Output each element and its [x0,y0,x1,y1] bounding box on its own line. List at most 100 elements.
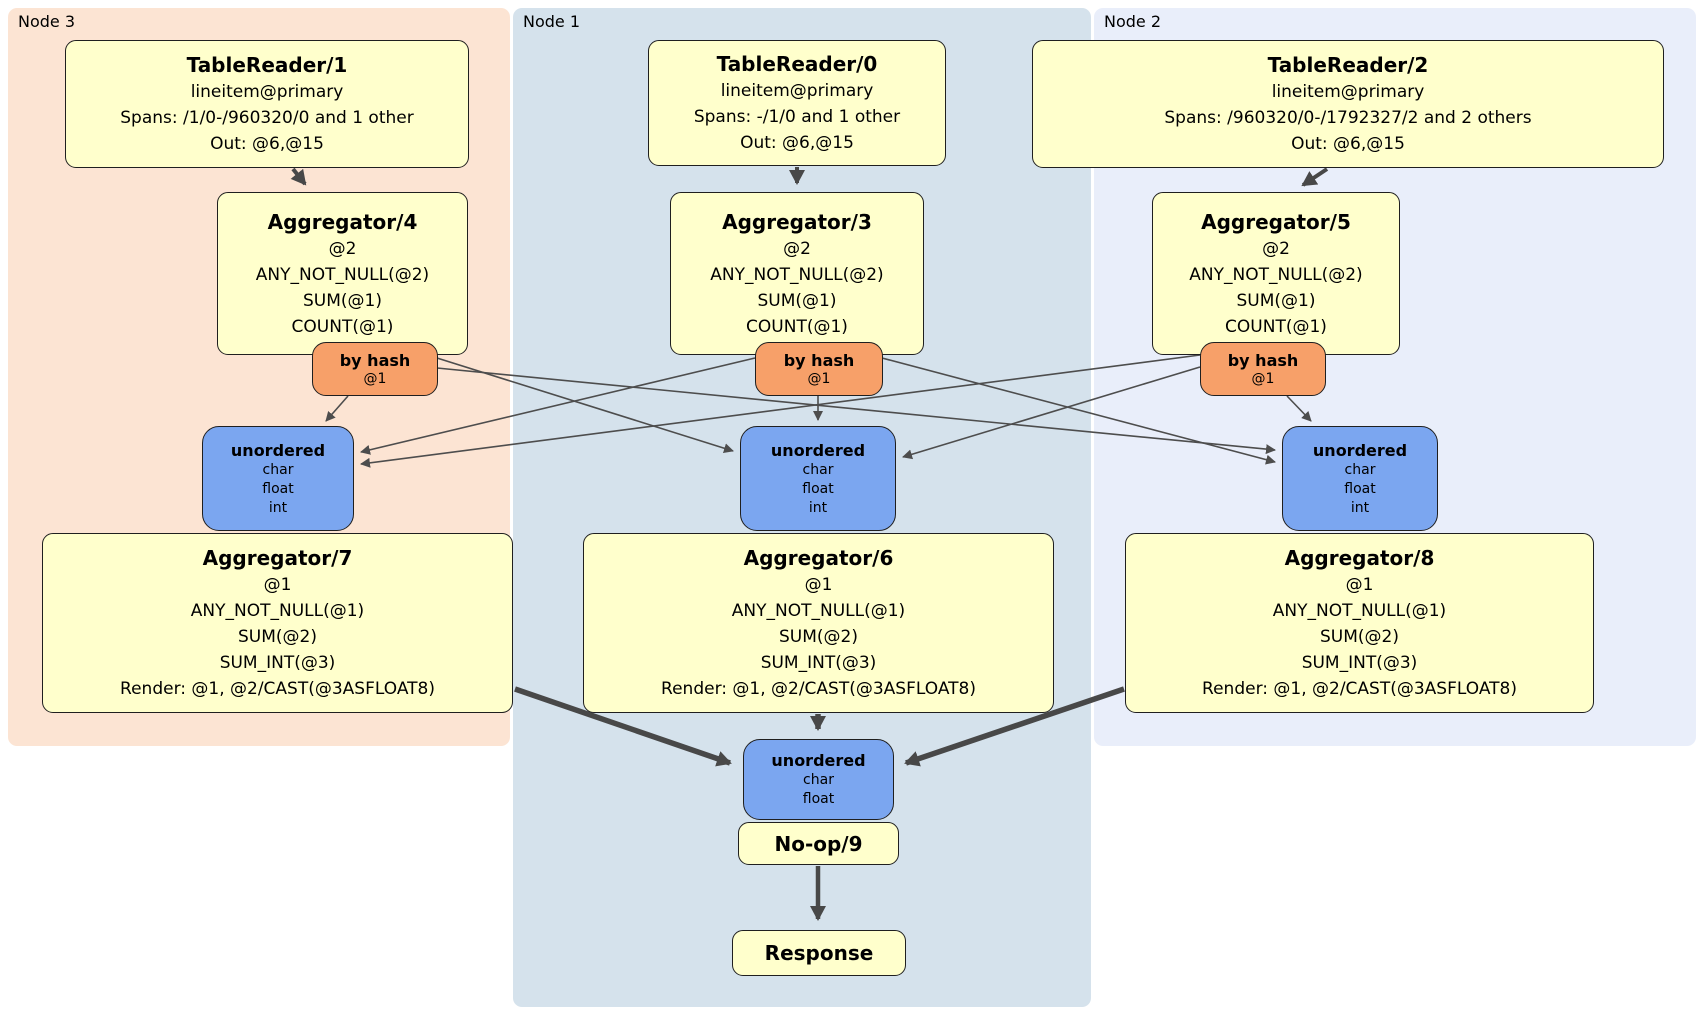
router-node2-key: @1 [1251,370,1275,387]
tablereader-1-out: Out: @6,@15 [210,134,324,154]
aggregator-5-box: Aggregator/5 @2 ANY_NOT_NULL(@2) SUM(@1)… [1152,192,1400,355]
aggregator-8-fn2: SUM(@2) [1320,627,1399,647]
router-node3-key: @1 [363,370,387,387]
tablereader-0-spans: Spans: -/1/0 and 1 other [693,107,901,127]
aggregator-8-fn1: ANY_NOT_NULL(@1) [1272,601,1447,621]
sync-node1-box: unordered char float int [740,426,896,531]
sync-node2-col2: float [1344,480,1376,497]
edge-agg8-syncf [904,686,1125,767]
aggregator-3-title: Aggregator/3 [722,209,872,234]
sync-node3-col2: float [262,480,294,497]
aggregator-4-group: @2 [328,238,357,259]
tablereader-1-box: TableReader/1 lineitem@primary Spans: /1… [65,40,469,168]
response-title: Response [764,941,874,965]
aggregator-5-fn3: COUNT(@1) [1225,316,1327,337]
sync-final-col2: float [802,791,835,807]
sync-node3-col3: int [268,499,288,516]
tablereader-1-spans: Spans: /1/0-/960320/0 and 1 other [120,108,414,128]
aggregator-8-fn3: SUM_INT(@3) [1301,653,1418,673]
tablereader-0-title: TableReader/0 [716,52,878,76]
aggregator-6-fn2: SUM(@2) [779,627,858,647]
aggregator-4-box: Aggregator/4 @2 ANY_NOT_NULL(@2) SUM(@1)… [217,192,468,355]
edge-router3-sync3 [325,395,349,422]
aggregator-4-fn1: ANY_NOT_NULL(@2) [255,264,430,285]
sync-final-box: unordered char float [743,739,894,820]
noop-9-box: No-op/9 [738,822,899,865]
aggregator-3-fn2: SUM(@1) [757,290,837,311]
response-box: Response [732,930,906,976]
edge-router3-sync2 [436,367,1276,455]
aggregator-6-fn3: SUM_INT(@3) [760,653,877,673]
aggregator-6-fn1: ANY_NOT_NULL(@1) [731,601,906,621]
tablereader-1-index: lineitem@primary [190,82,344,102]
aggregator-5-title: Aggregator/5 [1201,209,1351,234]
router-node1-title: by hash [783,350,855,370]
aggregator-8-title: Aggregator/8 [1284,546,1435,570]
aggregator-7-fn2: SUM(@2) [238,627,317,647]
sync-node3-box: unordered char float int [202,426,354,531]
aggregator-6-group: @1 [804,575,833,595]
aggregator-8-box: Aggregator/8 @1 ANY_NOT_NULL(@1) SUM(@2)… [1125,533,1594,713]
tablereader-2-box: TableReader/2 lineitem@primary Spans: /9… [1032,40,1664,168]
sync-node2-col3: int [1350,499,1370,516]
aggregator-3-group: @2 [783,238,811,259]
aggregator-6-title: Aggregator/6 [743,546,894,570]
tablereader-0-out: Out: @6,@15 [740,133,854,153]
tablereader-0-box: TableReader/0 lineitem@primary Spans: -/… [648,40,946,166]
tablereader-2-index: lineitem@primary [1271,82,1425,102]
aggregator-5-fn2: SUM(@1) [1236,290,1316,311]
tablereader-1-title: TableReader/1 [186,53,348,77]
tablereader-2-out: Out: @6,@15 [1291,134,1405,154]
router-node3-title: by hash [339,350,411,370]
edge-agg7-syncf [514,686,732,767]
aggregator-7-render: Render: @1, @2/CAST(@3ASFLOAT8) [120,679,435,699]
sync-final-col1: char [803,772,834,788]
router-node1-box: by hash @1 [755,342,883,396]
sync-node3-title: unordered [230,440,326,460]
aggregator-7-fn3: SUM_INT(@3) [219,653,336,673]
router-node3-box: by hash @1 [312,342,438,396]
edge-router2-sync1 [902,366,1201,460]
edge-tr2-agg5 [1301,167,1329,187]
node1-label: Node 1 [523,12,581,31]
router-node1-key: @1 [807,370,831,387]
edge-router2-sync2 [1286,395,1312,422]
sync-node2-title: unordered [1312,440,1408,460]
aggregator-8-render: Render: @1, @2/CAST(@3ASFLOAT8) [1202,679,1517,699]
aggregator-6-box: Aggregator/6 @1 ANY_NOT_NULL(@1) SUM(@2)… [583,533,1054,713]
aggregator-8-group: @1 [1345,575,1374,595]
tablereader-0-index: lineitem@primary [720,81,874,101]
sync-node1-col1: char [802,461,834,478]
sync-node2-box: unordered char float int [1282,426,1438,531]
node3-label: Node 3 [18,12,76,31]
sync-node1-title: unordered [770,440,866,460]
router-node2-box: by hash @1 [1200,342,1326,396]
sync-node1-col3: int [808,499,828,516]
aggregator-3-box: Aggregator/3 @2 ANY_NOT_NULL(@2) SUM(@1)… [670,192,924,355]
sync-final-title: unordered [771,751,866,770]
aggregator-5-group: @2 [1262,238,1290,259]
aggregator-4-fn2: SUM(@1) [303,290,382,311]
node2-label: Node 2 [1104,12,1162,31]
edge-tr1-agg4 [290,167,307,186]
aggregator-3-fn3: COUNT(@1) [746,316,848,337]
sync-node1-col2: float [802,480,834,497]
edge-router2-sync3 [360,354,1201,468]
aggregator-7-fn1: ANY_NOT_NULL(@1) [190,601,365,621]
aggregator-4-fn3: COUNT(@1) [291,316,394,337]
tablereader-2-spans: Spans: /960320/0-/1792327/2 and 2 others [1164,108,1532,128]
aggregator-5-fn1: ANY_NOT_NULL(@2) [1189,264,1363,285]
aggregator-7-group: @1 [263,575,292,595]
aggregator-7-box: Aggregator/7 @1 ANY_NOT_NULL(@1) SUM(@2)… [42,533,513,713]
edge-router1-sync3 [360,357,756,455]
aggregator-6-render: Render: @1, @2/CAST(@3ASFLOAT8) [661,679,976,699]
edge-router1-sync2 [881,357,1276,465]
tablereader-2-title: TableReader/2 [1267,53,1429,77]
sync-node3-col1: char [262,461,294,478]
aggregator-3-fn1: ANY_NOT_NULL(@2) [710,264,884,285]
sync-node2-col1: char [1344,461,1376,478]
noop-9-title: No-op/9 [774,831,863,856]
aggregator-7-title: Aggregator/7 [202,546,353,570]
